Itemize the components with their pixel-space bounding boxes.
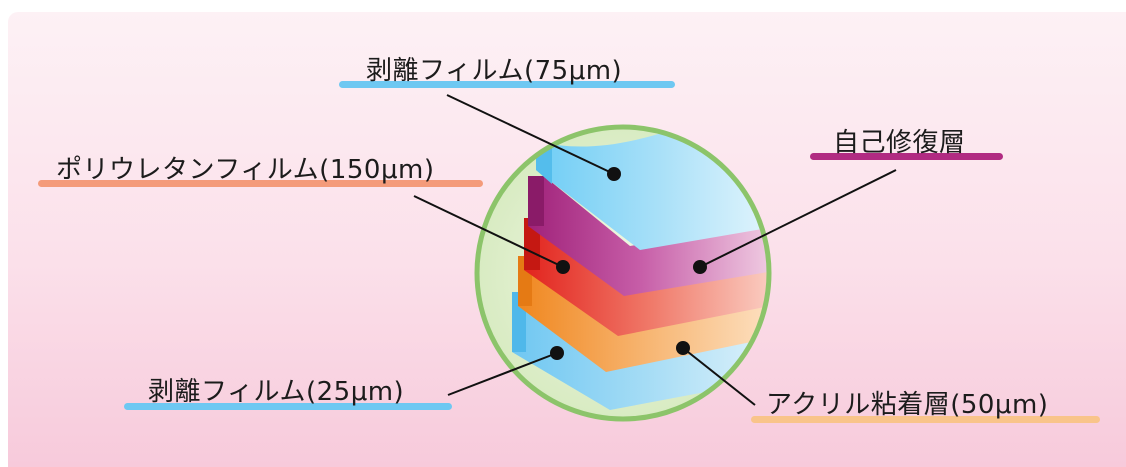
label-release-film-75: 剥離フィルム(75μm) — [366, 56, 623, 86]
underline-polyurethane — [38, 180, 483, 187]
underline-adhesive — [751, 416, 1100, 423]
self-healing-edge — [528, 176, 544, 226]
marker-dot-release-25 — [550, 346, 564, 360]
marker-dot-polyurethane — [556, 260, 570, 274]
underline-release-25 — [124, 403, 452, 410]
leader-line-polyurethane — [413, 195, 564, 268]
marker-dot-adhesive — [676, 341, 690, 355]
marker-dot-release-75 — [607, 167, 621, 181]
label-release-film-25: 剥離フィルム(25μm) — [148, 377, 405, 407]
underline-self-healing — [810, 153, 1003, 160]
marker-dot-self-healing — [693, 260, 707, 274]
self-healing-layer — [528, 176, 769, 296]
label-acrylic-adhesive: アクリル粘着層(50μm) — [766, 390, 1049, 420]
label-polyurethane-film: ポリウレタンフィルム(150μm) — [56, 155, 435, 185]
leader-line-release-75 — [446, 94, 615, 175]
leader-line-self-healing — [699, 169, 897, 268]
underline-release-75 — [339, 81, 675, 88]
label-self-healing-layer: 自己修復層 — [833, 128, 966, 158]
layer-stack — [512, 127, 769, 410]
magnifier-circle-border — [474, 124, 772, 422]
leader-line-adhesive — [682, 347, 756, 406]
leader-line-release-25 — [447, 352, 558, 396]
